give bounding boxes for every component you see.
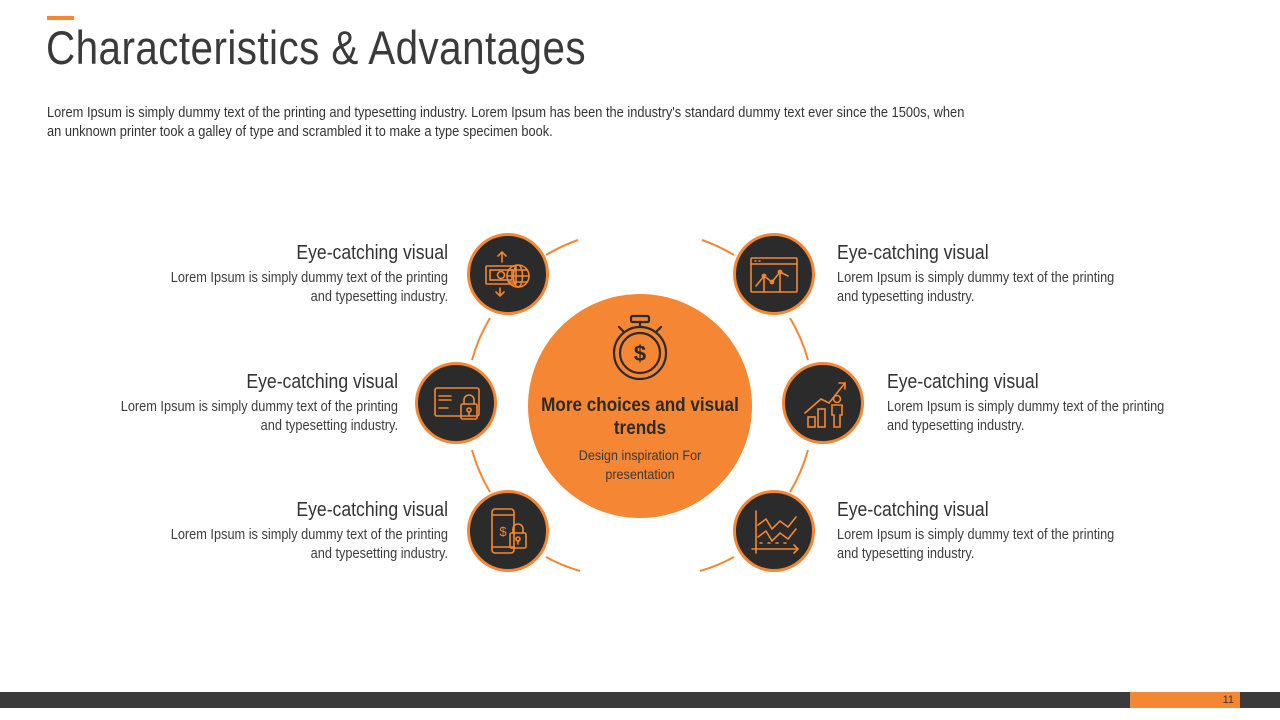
slide-title: Characteristics & Advantages xyxy=(46,21,587,74)
feature-title: Eye-catching visual xyxy=(837,499,989,521)
node-money-globe xyxy=(467,233,549,315)
feature-item: Eye-catching visual Lorem Ipsum is simpl… xyxy=(128,240,448,307)
center-title: More choices and visual trends xyxy=(541,395,739,439)
center-subtitle: Design inspiration For presentation xyxy=(578,447,702,482)
feature-item: Eye-catching visual Lorem Ipsum is simpl… xyxy=(837,497,1157,564)
node-credit-card-lock xyxy=(415,362,497,444)
feature-item: Eye-catching visual Lorem Ipsum is simpl… xyxy=(128,497,448,564)
feature-item: Eye-catching visual Lorem Ipsum is simpl… xyxy=(887,369,1207,436)
footer-accent xyxy=(1130,692,1240,708)
intro-paragraph: Lorem Ipsum is simply dummy text of the … xyxy=(47,105,965,140)
feature-title: Eye-catching visual xyxy=(887,371,1039,393)
page-number: 11 xyxy=(1222,694,1234,706)
node-line-graph xyxy=(733,490,815,572)
feature-item: Eye-catching visual Lorem Ipsum is simpl… xyxy=(78,369,398,436)
feature-title: Eye-catching visual xyxy=(837,242,989,264)
stopwatch-dollar-icon: $ xyxy=(612,314,668,380)
node-growth-person xyxy=(782,362,864,444)
footer-bar xyxy=(0,692,1280,708)
feature-description: Lorem Ipsum is simply dummy text of the … xyxy=(170,527,448,562)
svg-text:$: $ xyxy=(499,524,507,539)
feature-description: Lorem Ipsum is simply dummy text of the … xyxy=(887,399,1165,434)
feature-title: Eye-catching visual xyxy=(296,242,448,264)
phone-lock-icon: $ xyxy=(491,508,527,554)
feature-description: Lorem Ipsum is simply dummy text of the … xyxy=(837,270,1115,305)
feature-description: Lorem Ipsum is simply dummy text of the … xyxy=(120,399,398,434)
feature-title: Eye-catching visual xyxy=(296,499,448,521)
credit-card-lock-icon xyxy=(434,387,480,420)
center-circle: $ More choices and visual trends Design … xyxy=(528,294,752,518)
feature-description: Lorem Ipsum is simply dummy text of the … xyxy=(837,527,1115,562)
node-phone-lock: $ xyxy=(467,490,549,572)
feature-description: Lorem Ipsum is simply dummy text of the … xyxy=(170,270,448,305)
line-graph-icon xyxy=(751,510,800,554)
svg-text:$: $ xyxy=(634,341,646,366)
node-browser-chart xyxy=(733,233,815,315)
feature-item: Eye-catching visual Lorem Ipsum is simpl… xyxy=(837,240,1157,307)
feature-title: Eye-catching visual xyxy=(246,371,398,393)
money-globe-icon xyxy=(485,250,530,298)
browser-chart-icon xyxy=(750,257,798,293)
title-accent-bar xyxy=(47,16,74,20)
growth-person-icon xyxy=(804,382,846,428)
